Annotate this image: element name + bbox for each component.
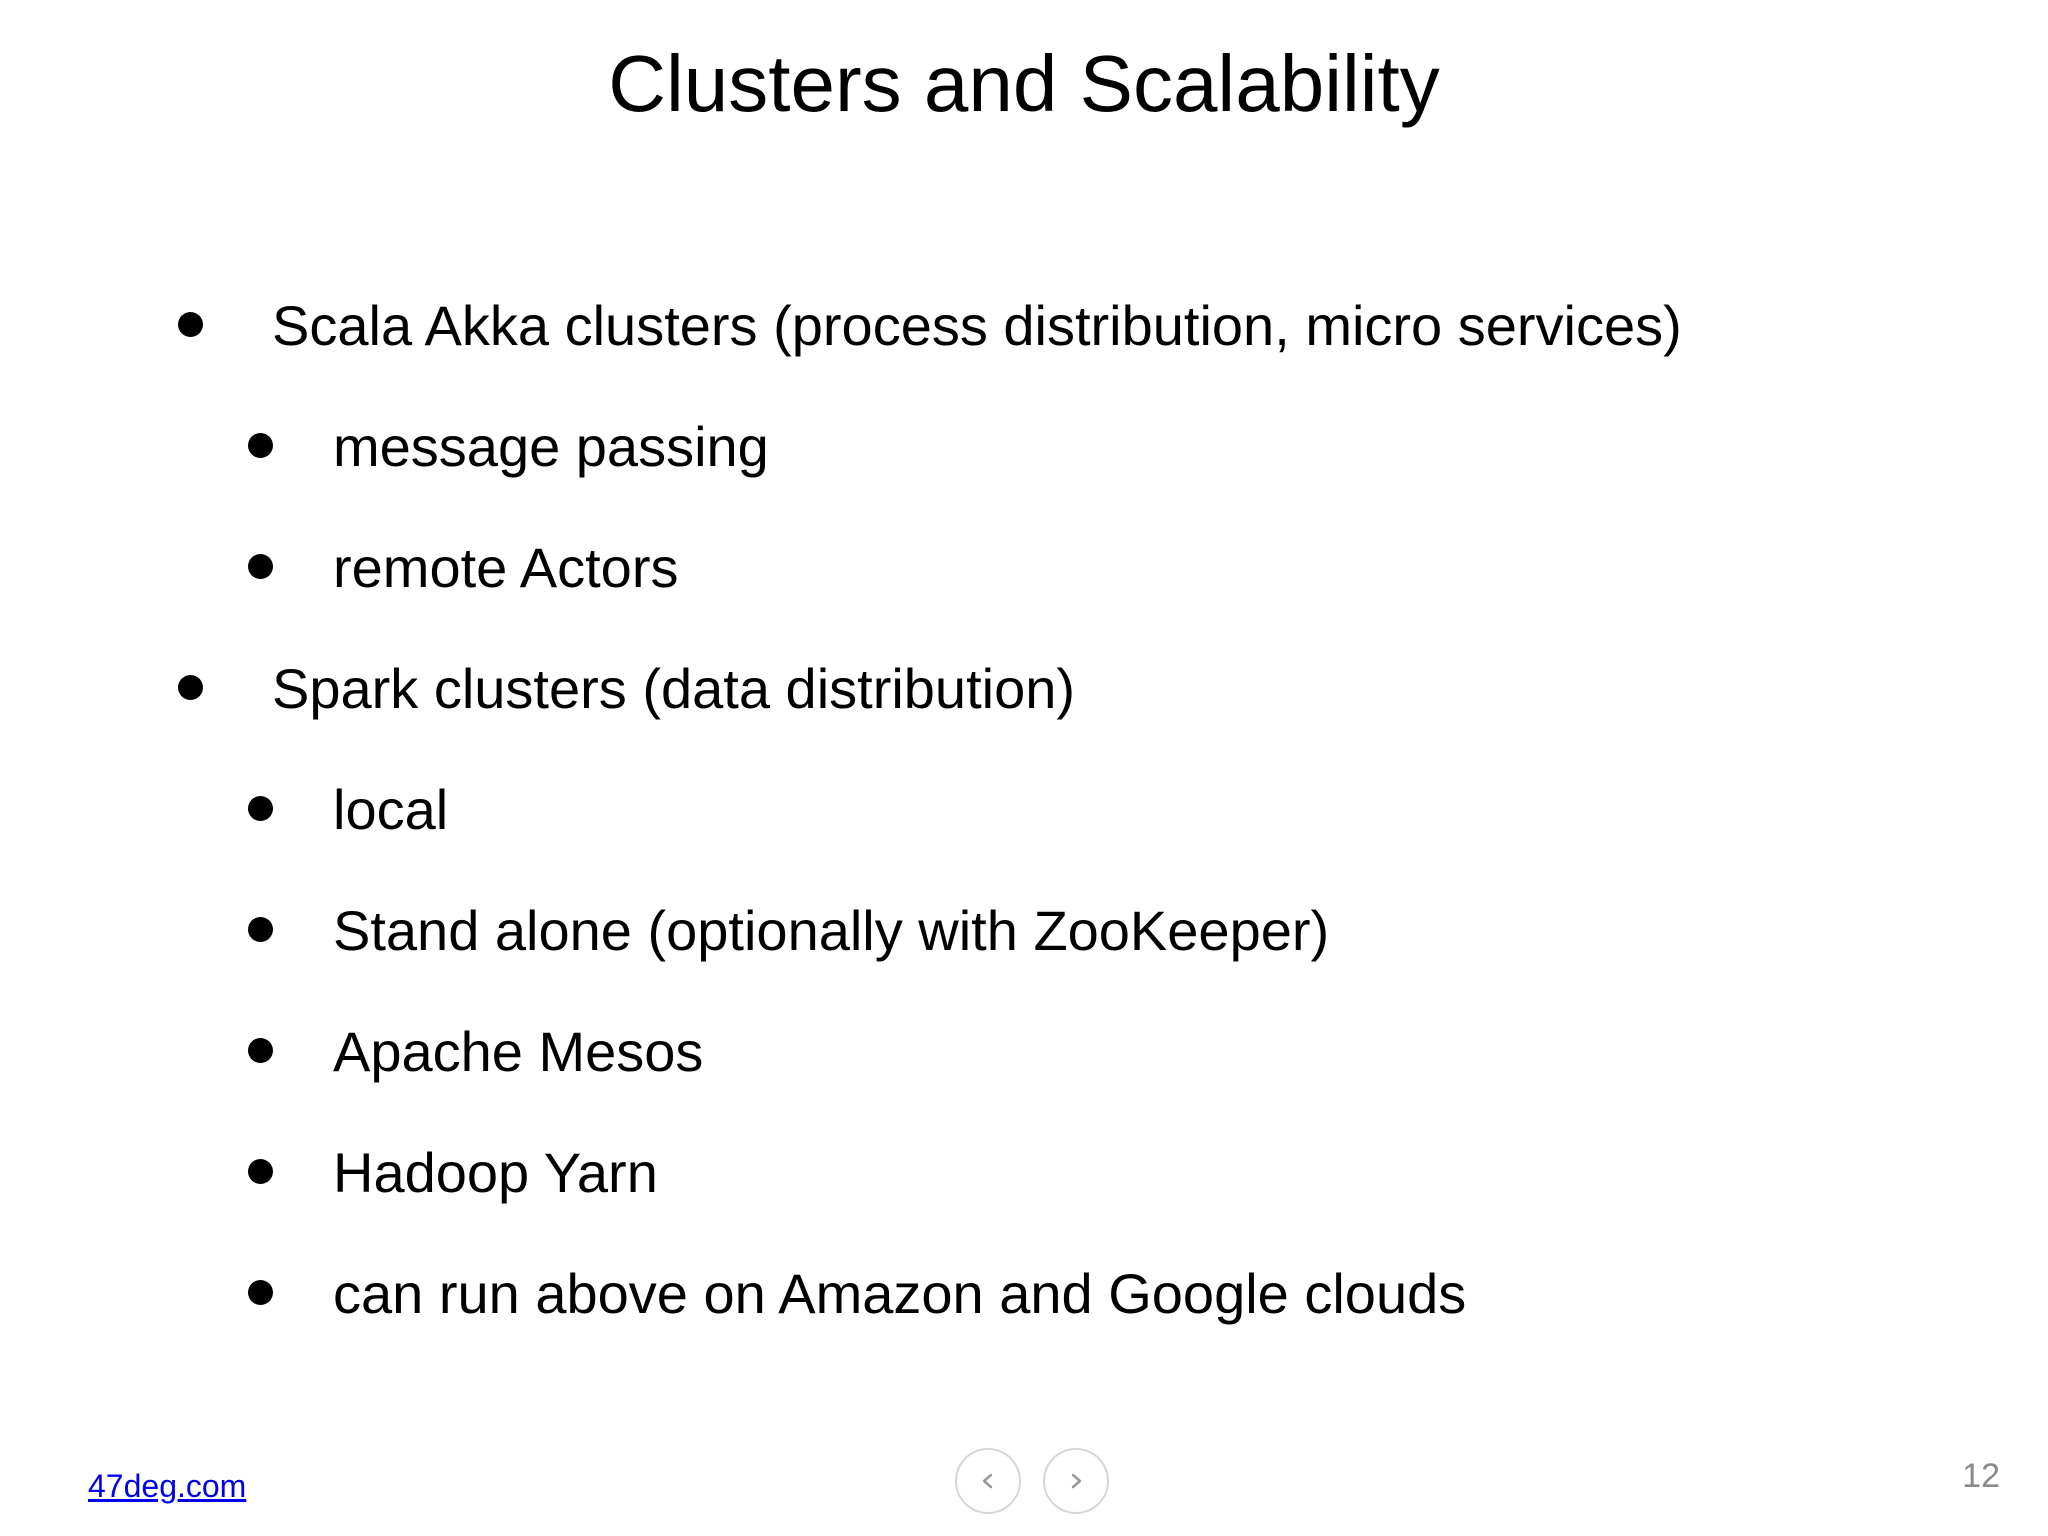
bullet-text: message passing: [333, 415, 769, 478]
page-number: 12: [1962, 1457, 2000, 1495]
bullet-icon: [248, 917, 273, 942]
bullet-icon: [248, 554, 273, 579]
sub-bullet-item: Apache Mesos: [0, 1016, 2048, 1137]
bullet-icon: [178, 675, 203, 700]
bullet-text: remote Actors: [333, 536, 679, 599]
bullet-item: Spark clusters (data distribution): [0, 653, 2048, 774]
bullet-icon: [248, 796, 273, 821]
chevron-left-icon: [982, 1473, 993, 1489]
bullet-icon: [178, 312, 203, 337]
bullet-item: Scala Akka clusters (process distributio…: [0, 290, 2048, 411]
bullet-icon: [248, 433, 273, 458]
bullet-text: Scala Akka clusters (process distributio…: [272, 294, 1682, 357]
slide-title: Clusters and Scalability: [608, 39, 1440, 128]
sub-bullet-item: Hadoop Yarn: [0, 1137, 2048, 1258]
next-slide-button[interactable]: [1043, 1448, 1109, 1514]
bullet-text: Stand alone (optionally with ZooKeeper): [333, 899, 1330, 962]
bullet-text: can run above on Amazon and Google cloud…: [333, 1262, 1467, 1325]
bullet-text: Hadoop Yarn: [333, 1141, 658, 1204]
footer-link[interactable]: 47deg.com: [88, 1468, 247, 1504]
chevron-right-icon: [1071, 1473, 1082, 1489]
bullet-list: Scala Akka clusters (process distributio…: [0, 290, 2048, 1379]
slide-navigation: [955, 1448, 1115, 1522]
previous-slide-button[interactable]: [955, 1448, 1021, 1514]
bullet-text: Apache Mesos: [333, 1020, 704, 1083]
bullet-icon: [248, 1038, 273, 1063]
bullet-text: Spark clusters (data distribution): [272, 657, 1076, 720]
bullet-icon: [248, 1280, 273, 1305]
sub-bullet-item: remote Actors: [0, 532, 2048, 653]
bullet-icon: [248, 1159, 273, 1184]
sub-bullet-item: local: [0, 774, 2048, 895]
bullet-text: local: [333, 778, 449, 841]
sub-bullet-item: Stand alone (optionally with ZooKeeper): [0, 895, 2048, 1016]
sub-bullet-item: can run above on Amazon and Google cloud…: [0, 1258, 2048, 1379]
sub-bullet-item: message passing: [0, 411, 2048, 532]
